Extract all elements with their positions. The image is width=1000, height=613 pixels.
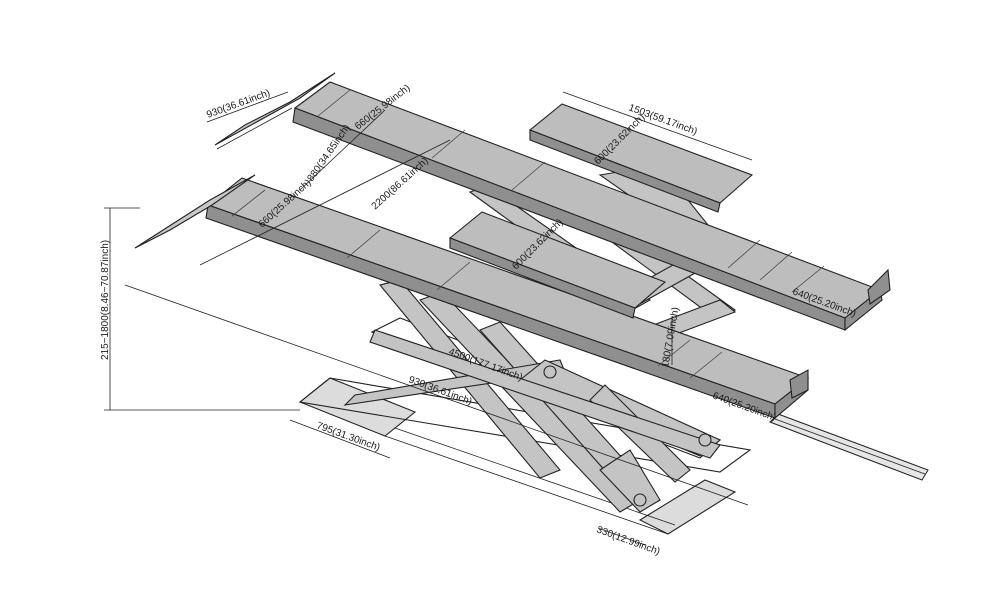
front-scissor-arms — [343, 233, 722, 513]
label-runway-length: 2200(86.61inch) — [370, 156, 431, 213]
rear-seam-6 — [791, 265, 825, 293]
front-aux-plate — [448, 211, 667, 319]
pivot-2 — [633, 493, 647, 507]
rear-aux-plate — [528, 103, 754, 213]
front-seam-5 — [689, 351, 723, 379]
base-pad-front — [638, 479, 737, 535]
dim-ramp-length-line — [206, 91, 289, 123]
hydraulic-hose-line — [774, 418, 926, 475]
rear-seam-5 — [759, 251, 793, 281]
base-rail-3 — [394, 427, 676, 526]
front-seam-4 — [657, 339, 691, 367]
rear-ramp — [214, 72, 336, 146]
dim-base-length-line — [124, 284, 749, 506]
label-total-height: 215~1800(8.46~70.87inch) — [100, 240, 111, 360]
hydraulic-hose — [769, 413, 929, 481]
front-seam-2 — [346, 229, 381, 259]
dim-base-front-line — [289, 419, 391, 459]
pivot-3 — [698, 433, 712, 447]
front-runway-stop — [789, 369, 809, 399]
base-frame — [298, 317, 752, 535]
pivot-1 — [543, 365, 557, 379]
base-rail-1 — [298, 377, 752, 473]
rear-seam-2 — [431, 129, 466, 159]
rear-seam-1 — [317, 89, 351, 117]
front-seam-1 — [231, 189, 266, 217]
front-arm-8 — [369, 329, 721, 459]
rear-runway — [292, 81, 891, 332]
dim-aux-length-line — [562, 91, 753, 161]
front-seam-3 — [436, 261, 471, 291]
front-aux-side — [449, 237, 636, 319]
front-ramp — [134, 174, 256, 249]
base-rail-2 — [384, 435, 669, 535]
dim-base-rear-line — [597, 527, 646, 546]
dim-runway-span-line — [299, 109, 386, 191]
rear-ramp-edge — [216, 107, 293, 150]
dimension-lines — [104, 91, 753, 546]
label-base-rear: 330(12.99inch) — [595, 524, 661, 557]
rear-seam-4 — [727, 239, 761, 269]
rear-seam-3 — [511, 161, 546, 191]
rear-runway-stop — [867, 268, 891, 305]
dim-runway-length-line — [199, 139, 451, 266]
front-runway — [205, 177, 810, 420]
rear-aux-side — [529, 129, 721, 213]
